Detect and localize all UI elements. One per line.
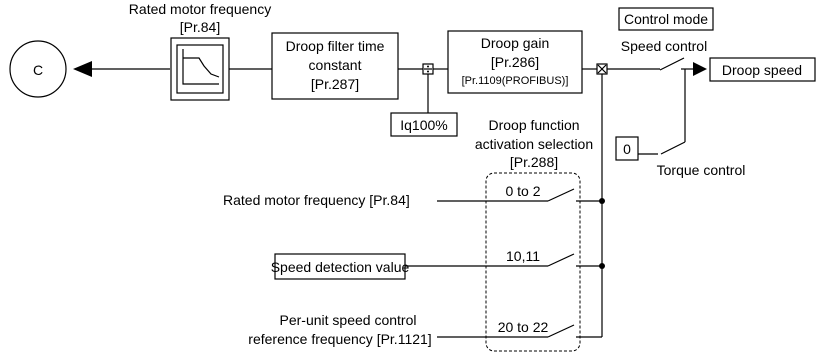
zero-constant-label: 0: [623, 141, 631, 157]
zero-constant-box: 0: [615, 136, 639, 161]
limiter-title: Rated motor frequency: [129, 1, 271, 17]
torque-switch-blade: [660, 141, 686, 155]
connector-c-label: C: [33, 62, 43, 78]
arrow-head-to-c: [73, 61, 92, 77]
gain-label-2: [Pr.286]: [491, 54, 539, 70]
limiter-param: [Pr.84]: [180, 19, 220, 35]
option-10-11-label: 10,11: [506, 248, 540, 264]
control-mode-label: Control mode: [624, 11, 708, 27]
speed-detection-box: Speed detection value: [271, 253, 410, 280]
gain-label-1: Droop gain: [481, 35, 550, 51]
control-mode-box: Control mode: [618, 7, 714, 31]
option-0-2-switch: [547, 188, 575, 202]
junction-dot-1: [599, 198, 605, 204]
limiter-curve-icon: [183, 57, 220, 78]
option-20-22-switch: [547, 324, 575, 338]
multiplier-node: [596, 63, 608, 75]
droop-speed-label: Droop speed: [722, 62, 802, 78]
frequency-limiter-block: [170, 37, 230, 101]
rated-freq-input-label: Rated motor frequency [Pr.84]: [223, 192, 410, 208]
selection-label-3: [Pr.288]: [510, 154, 558, 170]
droop-filter-block: Droop filter time constant [Pr.287]: [271, 32, 399, 100]
per-unit-label-1: Per-unit speed control: [280, 312, 417, 328]
torque-control-label: Torque control: [657, 162, 746, 178]
filter-label-3: [Pr.287]: [311, 76, 359, 92]
selection-label-2: activation selection: [475, 136, 593, 152]
speed-control-label: Speed control: [621, 38, 707, 54]
option-10-11-switch: [547, 253, 575, 267]
selection-label-1: Droop function: [488, 117, 579, 133]
connector-c: C: [9, 40, 67, 98]
option-20-22-label: 20 to 22: [498, 319, 549, 335]
limiter-axes-icon: [182, 49, 219, 85]
divider-node: [422, 63, 434, 75]
filter-label-1: Droop filter time: [286, 38, 385, 54]
iq100-block: Iq100%: [390, 112, 458, 137]
per-unit-label-2: reference frequency [Pr.1121]: [248, 331, 431, 347]
droop-gain-block: Droop gain [Pr.286] [Pr.1109(PROFIBUS)]: [447, 30, 583, 94]
mode-switch-blade: [659, 57, 685, 71]
droop-speed-box: Droop speed: [709, 57, 816, 82]
selection-dashed-frame: [485, 172, 581, 352]
speed-detection-label: Speed detection value: [271, 259, 410, 275]
iq100-label: Iq100%: [400, 117, 447, 133]
arrow-head-droop-speed: [693, 62, 707, 76]
gain-label-3: [Pr.1109(PROFIBUS)]: [462, 75, 569, 87]
filter-label-2: constant: [309, 57, 362, 73]
option-0-2-label: 0 to 2: [505, 183, 540, 199]
